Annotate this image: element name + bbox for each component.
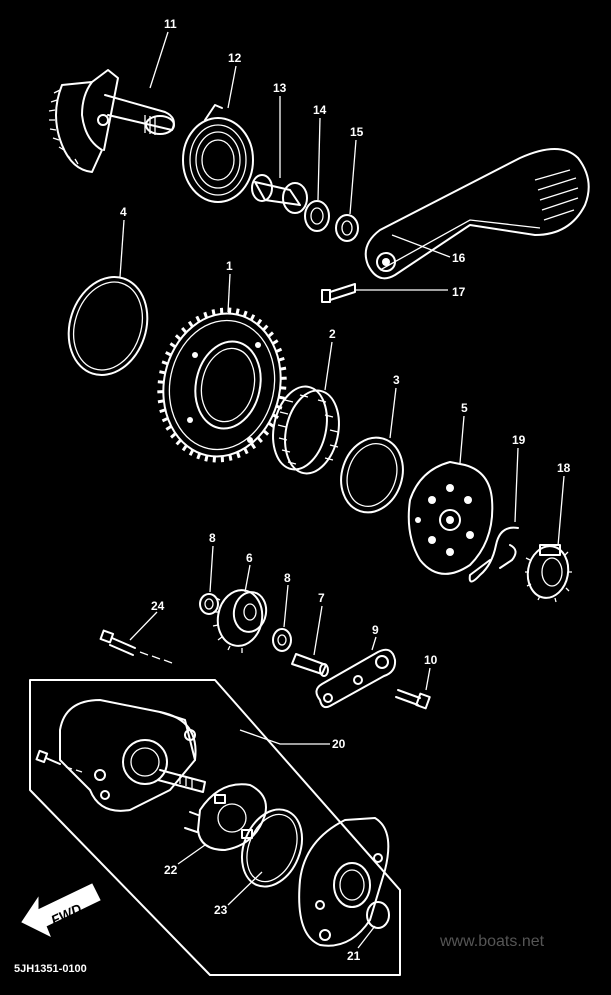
part-collar [251, 174, 308, 214]
part-gear-hub [525, 544, 572, 603]
label-21: 21 [347, 949, 361, 963]
gear-tooth [256, 436, 263, 443]
label-19: 19 [512, 433, 526, 447]
gear-tooth [249, 314, 256, 321]
gear-tooth [242, 310, 248, 318]
label-2: 2 [329, 327, 336, 341]
label-8-top: 8 [209, 531, 216, 545]
gear-tooth [203, 311, 209, 319]
gear-tooth [170, 432, 177, 439]
gear-tooth [157, 399, 165, 404]
part-plate [315, 648, 397, 709]
label-13: 13 [273, 81, 287, 95]
part-kick-spring [182, 104, 254, 203]
gear-tooth [161, 360, 169, 366]
part-kick-shaft [48, 69, 175, 173]
gear-tooth [195, 315, 201, 323]
part-gasket [67, 276, 149, 376]
part-spring-clip [468, 526, 519, 583]
leader-lines [119, 31, 565, 949]
label-5: 5 [461, 401, 468, 415]
part-labels: 11 12 13 14 15 4 1 2 3 5 16 17 19 18 8 6… [120, 17, 571, 963]
part-brush-holder [184, 783, 267, 851]
label-23: 23 [214, 903, 228, 917]
gear-tooth [211, 309, 216, 316]
gear-tooth [278, 395, 285, 400]
gear-tooth [278, 356, 285, 362]
gear-tooth [169, 342, 177, 349]
label-11: 11 [164, 17, 177, 31]
part-clutch-plate [407, 461, 494, 575]
gear-tooth [235, 451, 241, 459]
gear-tooth [161, 416, 169, 423]
gear-tooth [165, 351, 172, 357]
gear-tooth [256, 318, 263, 326]
part-bearing [272, 385, 340, 475]
label-20: 20 [332, 737, 346, 751]
gear-tooth [262, 324, 269, 332]
label-17: 17 [452, 285, 466, 299]
part-o-ring-21 [366, 901, 390, 929]
gear-tooth [204, 455, 209, 462]
gear-tooth [243, 447, 249, 455]
part-shaft [291, 653, 329, 677]
gear-tooth [267, 421, 275, 428]
gear-tooth [267, 331, 274, 338]
part-sleeve [340, 436, 404, 514]
gear-tooth [235, 308, 240, 315]
gear-tooth [165, 425, 173, 431]
label-15: 15 [350, 125, 364, 139]
label-22: 22 [164, 863, 178, 877]
forward-arrow-icon: FWD [21, 883, 101, 938]
label-24: 24 [151, 599, 165, 613]
label-3: 3 [393, 373, 400, 387]
label-12: 12 [228, 51, 242, 65]
part-starter-motor [59, 699, 206, 812]
label-14: 14 [313, 103, 327, 117]
part-kick-crank [364, 148, 590, 280]
label-4: 4 [120, 205, 127, 219]
part-washer-8b [272, 628, 292, 652]
gear-tooth [181, 444, 188, 452]
gear-tooth [188, 449, 195, 456]
gear-tooth [187, 320, 194, 328]
label-18: 18 [557, 461, 571, 475]
gear-tooth [228, 454, 233, 461]
part-washer-14 [304, 200, 330, 232]
label-7: 7 [318, 591, 325, 605]
label-6: 6 [246, 551, 253, 565]
gear-tooth [262, 429, 270, 436]
part-washer-8a [199, 593, 219, 615]
label-9: 9 [372, 623, 379, 637]
gear-tooth [181, 327, 188, 334]
drawing-code: 5JH1351-0100 [14, 963, 87, 975]
part-o-ring-23 [241, 808, 303, 888]
part-idler-gear [212, 589, 268, 653]
gear-tooth [279, 366, 287, 371]
gear-tooth [174, 334, 182, 341]
gear-tooth [159, 408, 166, 414]
watermark: www.boats.net [439, 933, 545, 950]
label-1: 1 [226, 259, 233, 273]
gear-tooth [196, 452, 202, 460]
part-bolt-17 [321, 283, 356, 303]
gear-tooth [250, 442, 257, 450]
part-starter-wheel-gear [157, 307, 287, 463]
part-bolt-10 [395, 689, 431, 710]
part-circlip-15 [335, 214, 359, 242]
label-8-bottom: 8 [284, 571, 291, 585]
gear-tooth [271, 339, 279, 345]
gear-tooth [159, 370, 166, 375]
assembly-box-20 [29, 679, 401, 976]
part-small-screw [35, 749, 83, 773]
part-bolt-24 [99, 629, 173, 664]
label-16: 16 [452, 251, 466, 265]
gear-tooth [175, 438, 182, 446]
gear-tooth [275, 347, 283, 354]
part-end-cover [298, 817, 390, 947]
label-10: 10 [424, 653, 438, 667]
